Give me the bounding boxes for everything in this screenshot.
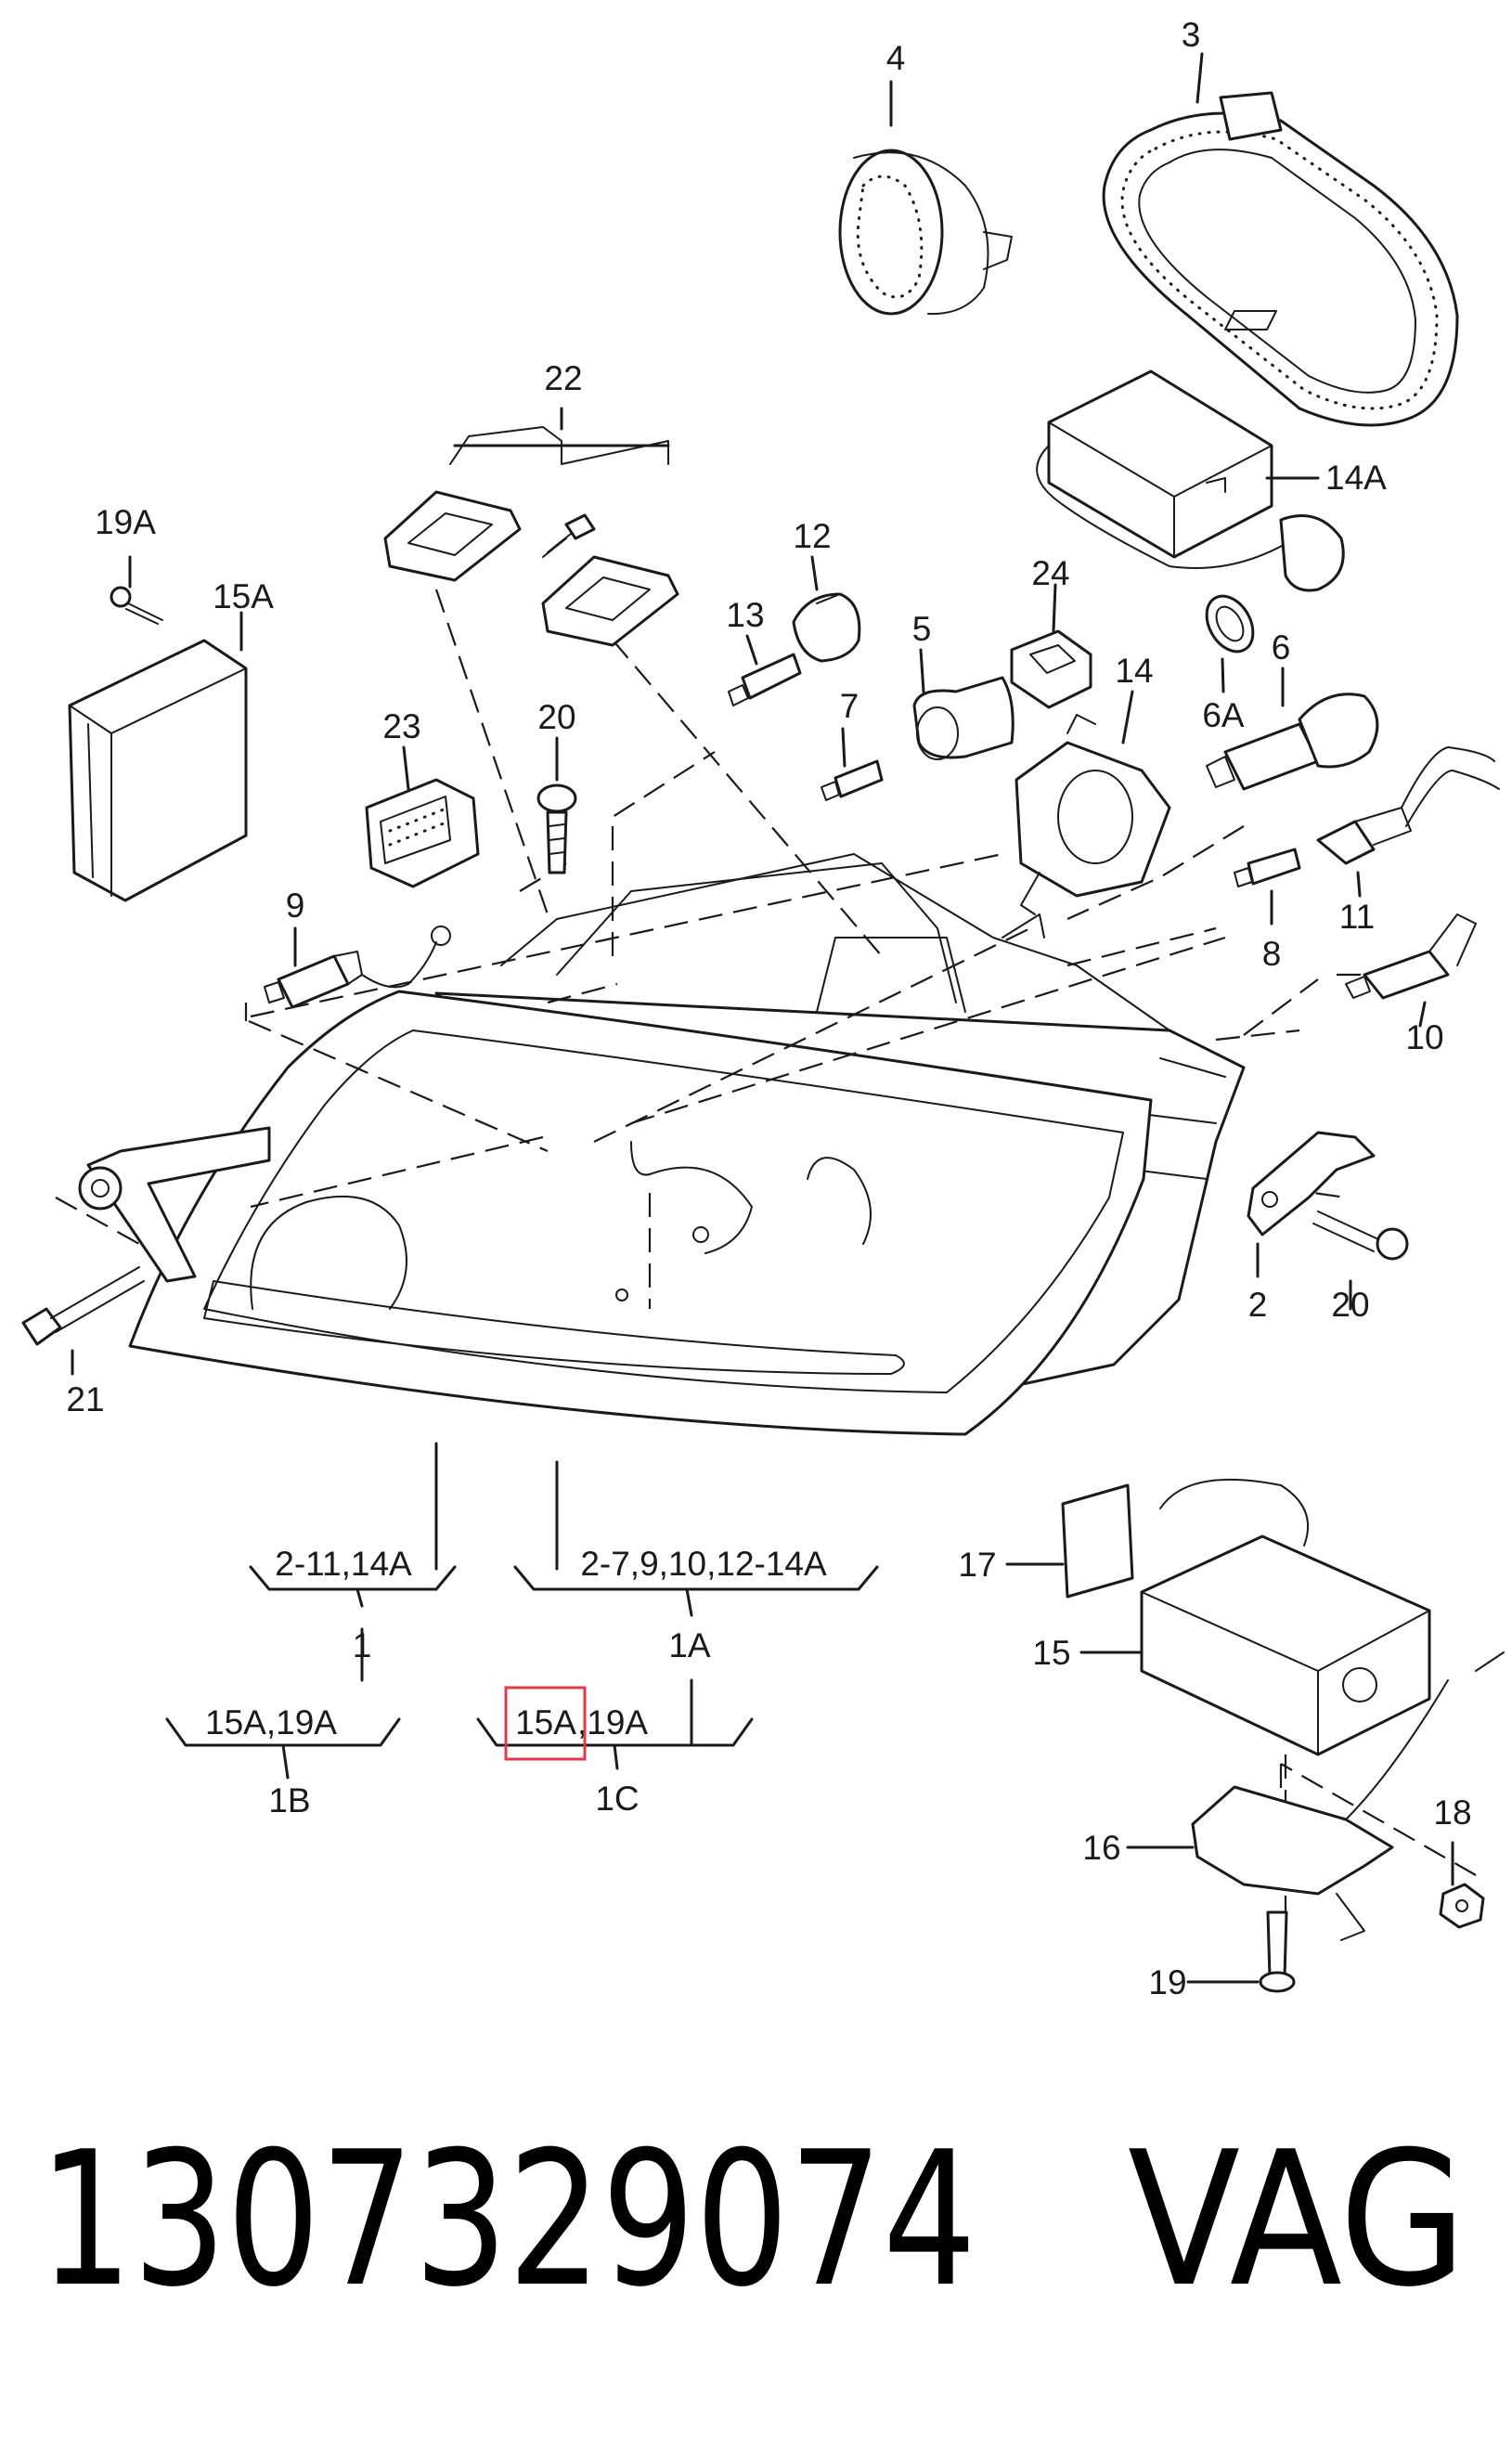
callout-10: 10 bbox=[1405, 1018, 1443, 1056]
callout-1: 1 bbox=[353, 1626, 372, 1664]
bulb-9 bbox=[264, 926, 451, 1009]
group-1C-rest: ,19A bbox=[577, 1703, 648, 1741]
callout-7: 7 bbox=[840, 687, 859, 725]
brand-label: VAG bbox=[1128, 2112, 1467, 2328]
callout-2: 2 bbox=[1248, 1286, 1268, 1324]
callout-3: 3 bbox=[1182, 16, 1201, 54]
callout-5: 5 bbox=[912, 610, 932, 648]
callout-17: 17 bbox=[958, 1546, 996, 1584]
footer: 1307329074 VAG bbox=[39, 2112, 1467, 2328]
callout-12: 12 bbox=[793, 517, 831, 555]
screw-20-right bbox=[1312, 1211, 1409, 1261]
callout-15: 15 bbox=[1032, 1634, 1070, 1672]
socket-12 bbox=[792, 592, 861, 663]
cap-ring-4 bbox=[838, 149, 1013, 316]
callout-4: 4 bbox=[886, 39, 906, 77]
bulb-5 bbox=[912, 676, 1014, 760]
actuator-14 bbox=[1014, 714, 1171, 915]
callout-6: 6 bbox=[1272, 628, 1291, 667]
headlamp-assembly bbox=[78, 853, 1246, 1436]
screw-20-top bbox=[536, 783, 577, 874]
group-1B-range: 15A,19A bbox=[205, 1703, 337, 1741]
callout-1B: 1B bbox=[268, 1781, 310, 1819]
callout-9: 9 bbox=[286, 887, 305, 925]
group-1A-range: 2-7,9,10,12-14A bbox=[580, 1545, 827, 1583]
callout-22: 22 bbox=[544, 359, 582, 397]
callout-8: 8 bbox=[1262, 935, 1282, 973]
socket-11 bbox=[1316, 746, 1500, 865]
callout-1C: 1C bbox=[595, 1780, 639, 1818]
ballast-15 bbox=[1061, 1478, 1431, 1756]
callout-13: 13 bbox=[726, 596, 764, 634]
group-1-range: 2-11,14A bbox=[275, 1545, 412, 1583]
callout-19: 19 bbox=[1148, 1963, 1186, 2001]
control-module-14A bbox=[1036, 369, 1345, 592]
callout-20-top: 20 bbox=[537, 698, 575, 736]
bulb-8 bbox=[1234, 848, 1301, 887]
callout-20-right: 20 bbox=[1331, 1286, 1369, 1324]
connector-24 bbox=[1010, 629, 1092, 709]
bulb-10 bbox=[1345, 913, 1477, 1000]
callout-14A: 14A bbox=[1325, 459, 1387, 497]
callout-14: 14 bbox=[1115, 652, 1153, 690]
bulb-6 bbox=[1206, 693, 1379, 791]
callout-11: 11 bbox=[1339, 898, 1375, 936]
callout-labels: 3 4 22 14A 19A 15A 12 24 13 5 6 14 6A 7 … bbox=[66, 16, 1471, 2001]
screw-19A-top bbox=[110, 586, 163, 625]
part-number: 1307329074 bbox=[39, 2112, 976, 2328]
gasket-frame-3 bbox=[1102, 91, 1459, 427]
callout-24: 24 bbox=[1031, 554, 1069, 592]
bolt-21 bbox=[21, 1266, 145, 1346]
clamp-ring-6A bbox=[1205, 594, 1255, 654]
callout-16: 16 bbox=[1082, 1829, 1120, 1867]
group-1C-highlight: 15A bbox=[515, 1703, 576, 1741]
callout-23: 23 bbox=[382, 707, 420, 745]
bracket-16 bbox=[1191, 1651, 1505, 1941]
callout-6A: 6A bbox=[1202, 696, 1245, 734]
bracket-2 bbox=[1247, 1131, 1376, 1236]
connector-23 bbox=[365, 778, 480, 888]
bulb-7 bbox=[821, 759, 884, 801]
callout-1A: 1A bbox=[668, 1626, 711, 1664]
callout-18: 18 bbox=[1433, 1793, 1471, 1832]
nut-18 bbox=[1439, 1883, 1485, 1929]
callout-15A-top: 15A bbox=[213, 577, 274, 615]
leader-lines bbox=[71, 52, 1454, 1984]
module-15A-top bbox=[68, 639, 248, 902]
callout-21: 21 bbox=[66, 1380, 104, 1418]
brackets-22 bbox=[383, 426, 679, 647]
bulb-13 bbox=[728, 653, 802, 706]
screw-19 bbox=[1259, 1910, 1296, 1993]
callout-19A-top: 19A bbox=[95, 503, 156, 541]
highlight-box bbox=[504, 1686, 587, 1761]
